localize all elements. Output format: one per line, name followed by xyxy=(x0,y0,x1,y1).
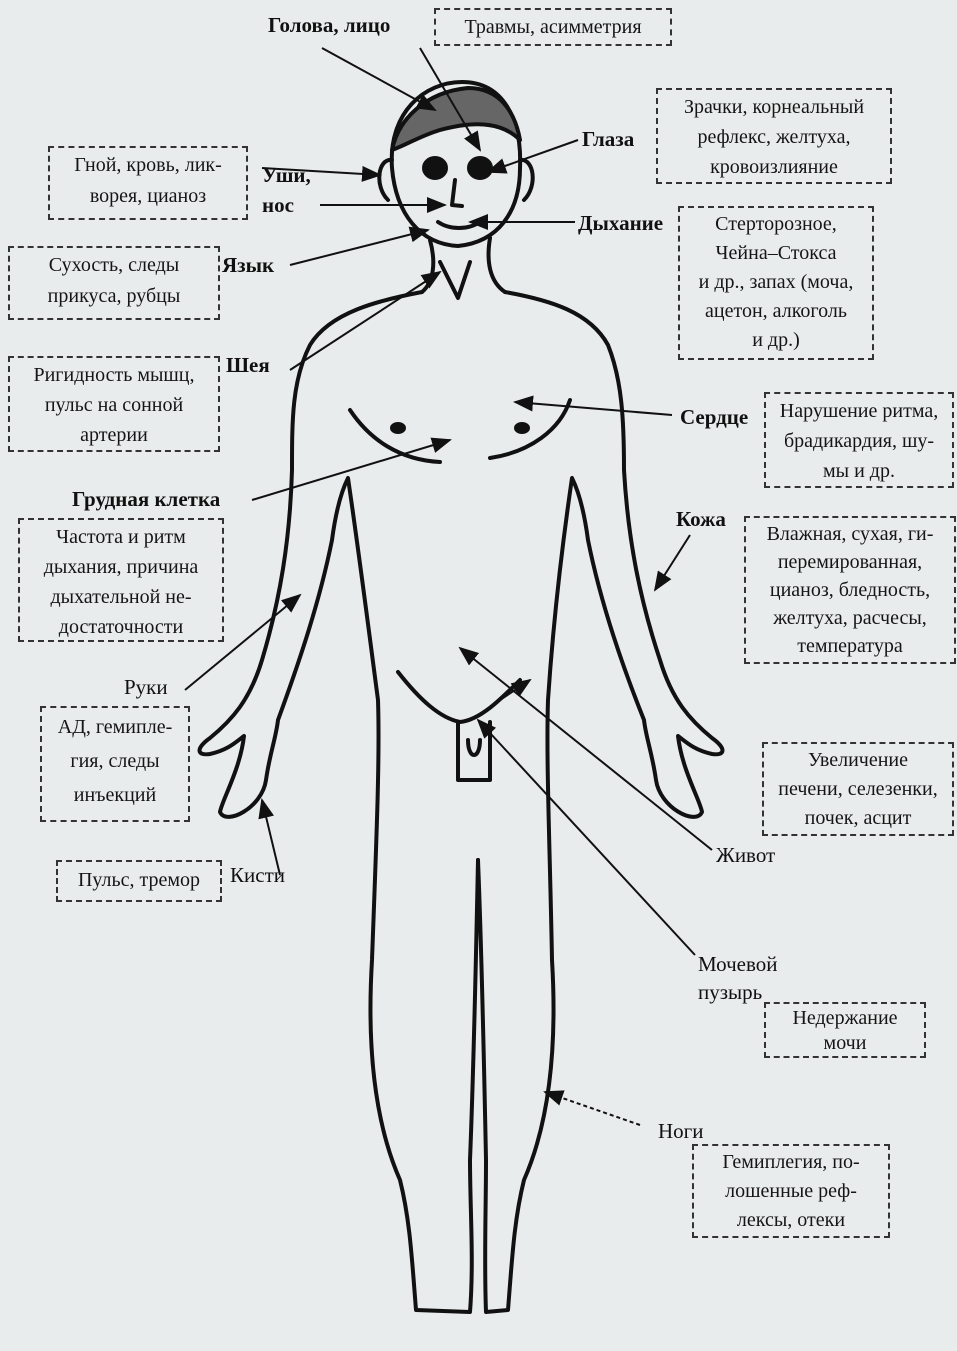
box-arms: АД, гемипле- гия, следы инъекций xyxy=(40,706,190,822)
box-heart: Нарушение ритма, брадикардия, шу- мы и д… xyxy=(764,392,954,488)
body-outline xyxy=(200,82,723,1312)
label-head: Голова, лицо xyxy=(268,14,390,37)
box-legs: Гемиплегия, по- лошенные реф- лексы, оте… xyxy=(692,1144,890,1238)
box-abdomen: Увеличение печени, селезенки, почек, асц… xyxy=(762,742,954,836)
box-tongue: Сухость, следы прикуса, рубцы xyxy=(8,246,220,320)
label-legs: Ноги xyxy=(658,1120,704,1143)
label-hands: Кисти xyxy=(230,864,285,887)
box-hands: Пульс, тремор xyxy=(56,860,222,902)
label-arms: Руки xyxy=(124,676,168,699)
box-bladder: Недержание мочи xyxy=(764,1002,926,1058)
pointer-tongue xyxy=(290,230,428,265)
label-chest: Грудная клетка xyxy=(72,488,220,511)
box-ears-nose: Гной, кровь, лик- ворея, цианоз xyxy=(48,146,248,220)
label-eyes: Глаза xyxy=(582,128,634,151)
pointer-head xyxy=(322,48,435,110)
pointer-eyes xyxy=(488,140,578,172)
label-heart: Сердце xyxy=(680,406,748,429)
box-breathing: Стерторозное, Чейна–Стокса и др., запах … xyxy=(678,206,874,360)
box-eyes: Зрачки, корнеальный рефлекс, желтуха, кр… xyxy=(656,88,892,184)
label-neck: Шея xyxy=(226,354,270,377)
label-tongue: Язык xyxy=(222,254,274,277)
box-skin: Влажная, сухая, ги- перемированная, циан… xyxy=(744,516,956,664)
label-breathing: Дыхание xyxy=(578,212,663,235)
pointer-neck xyxy=(290,272,440,370)
label-ears-nose: Уши, нос xyxy=(262,160,311,220)
pointer-legs xyxy=(545,1092,640,1125)
pointer-bladder xyxy=(478,720,695,955)
label-bladder: Мочевой пузырь xyxy=(698,950,778,1006)
pointer-abdomen xyxy=(460,648,712,850)
pointer-skin xyxy=(655,535,690,590)
pointer-heart xyxy=(515,402,672,415)
box-head: Травмы, асимметрия xyxy=(434,8,672,46)
box-neck: Ригидность мышц, пульс на сонной артерии xyxy=(8,356,220,452)
box-chest: Частота и ритм дыхания, причина дыхатель… xyxy=(18,518,224,642)
label-skin: Кожа xyxy=(676,508,726,531)
label-abdomen: Живот xyxy=(716,844,775,867)
